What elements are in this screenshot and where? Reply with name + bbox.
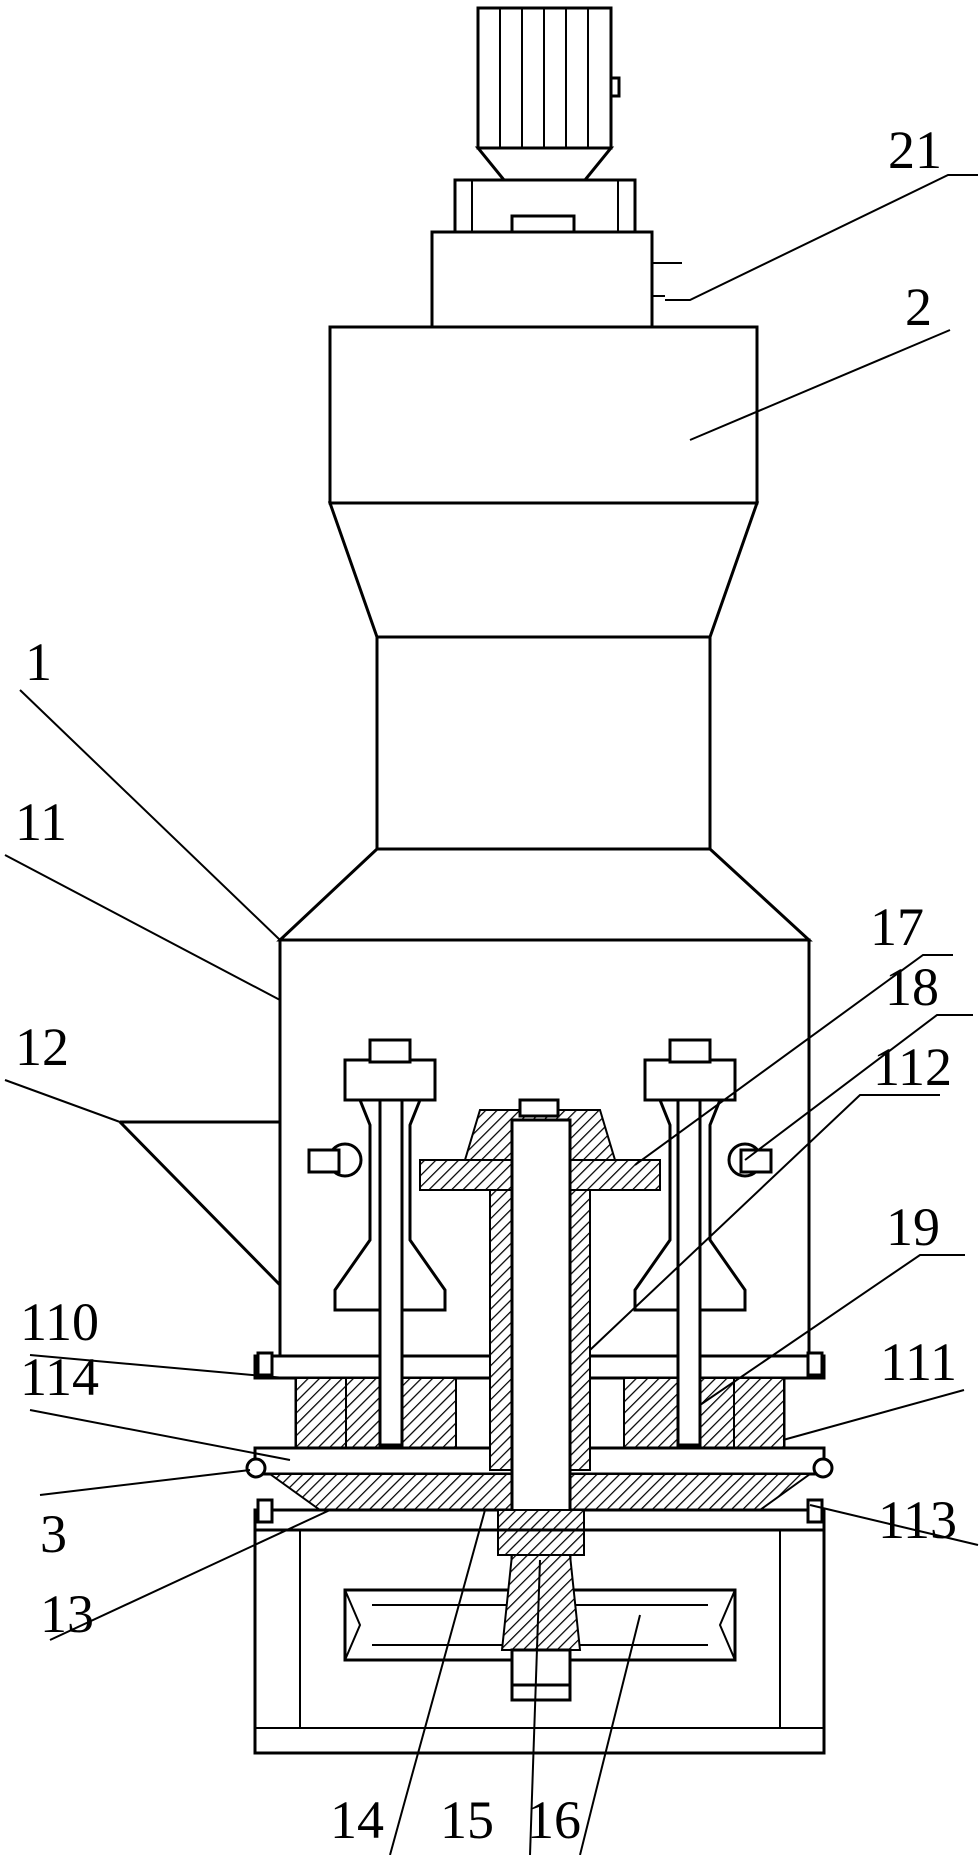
label-3: 3 xyxy=(40,1504,67,1564)
label-1: 1 xyxy=(25,632,52,692)
label-11: 11 xyxy=(15,792,67,852)
label-15: 15 xyxy=(440,1790,494,1850)
label-14: 14 xyxy=(330,1790,384,1850)
label-110: 110 xyxy=(20,1292,99,1352)
motor xyxy=(478,8,619,180)
label-111: 111 xyxy=(880,1332,957,1392)
label-2: 2 xyxy=(905,277,932,337)
classifier-housing xyxy=(280,327,809,940)
label-19: 19 xyxy=(886,1197,940,1257)
label-112: 112 xyxy=(873,1037,952,1097)
motor-mount xyxy=(432,180,682,327)
label-21: 21 xyxy=(888,120,942,180)
label-16: 16 xyxy=(527,1790,581,1850)
label-18: 18 xyxy=(885,957,939,1017)
label-12: 12 xyxy=(15,1017,69,1077)
label-113: 113 xyxy=(878,1490,957,1550)
label-114: 114 xyxy=(20,1347,99,1407)
label-17: 17 xyxy=(870,897,924,957)
label-13: 13 xyxy=(40,1584,94,1644)
